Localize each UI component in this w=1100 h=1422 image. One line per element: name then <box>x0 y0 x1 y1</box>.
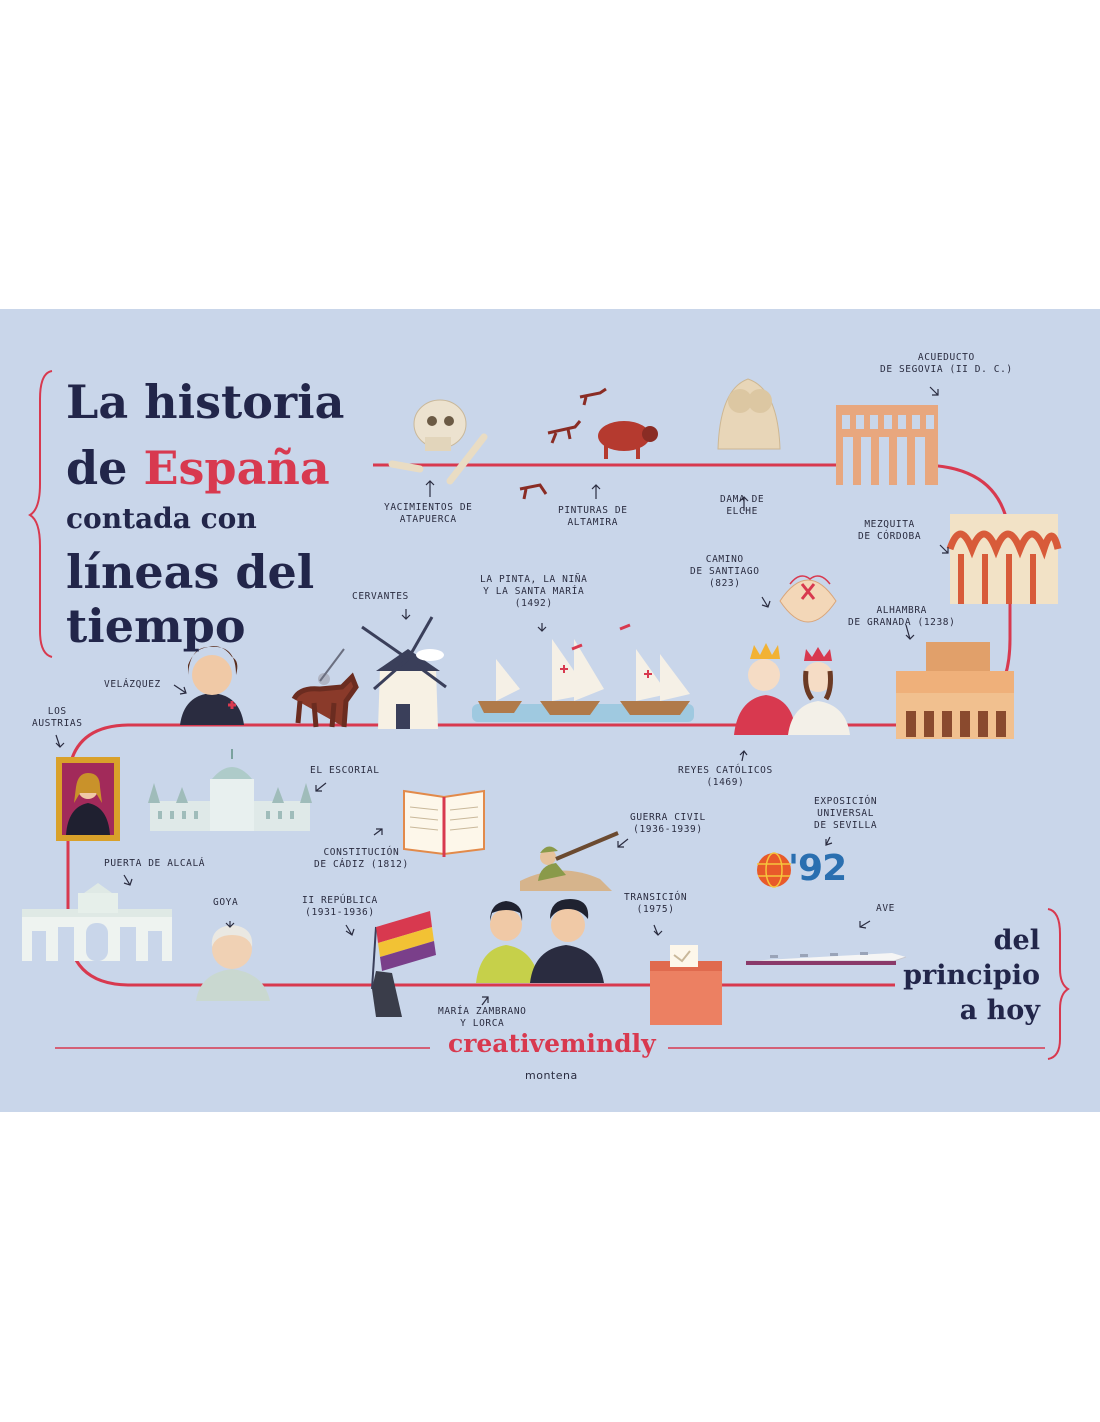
puerta-de-alcala-icon <box>22 883 172 961</box>
velazquez-portrait-icon <box>180 646 244 725</box>
right-brace <box>1047 908 1070 1060</box>
goya-portrait-icon <box>196 925 270 1001</box>
label-republica: II REPÚBLICA(1931-1936) <box>302 895 378 918</box>
label-escorial: EL ESCORIAL <box>310 765 380 776</box>
dama-de-elche-icon <box>717 378 781 450</box>
publisher-montena: montena <box>525 1069 578 1082</box>
alhambra-icon <box>896 642 1014 739</box>
label-cervantes: CERVANTES <box>352 591 409 602</box>
label-reyes: REYES CATÓLICOS(1469) <box>678 765 773 788</box>
label-goya: GOYA <box>213 897 239 908</box>
catholic-monarchs-icon <box>734 643 850 735</box>
ships-icon <box>472 623 694 722</box>
habsburg-portrait-icon <box>56 757 120 841</box>
title-line-3: contada con <box>66 502 257 535</box>
open-book-icon <box>403 789 485 857</box>
title-line-2: de España <box>66 445 330 491</box>
label-ave: AVE <box>876 903 895 914</box>
aqueduct-icon <box>836 405 938 485</box>
deer-painting-icon <box>547 420 582 444</box>
label-transicion: TRANSICIÓN(1975) <box>624 892 688 915</box>
title-line-1: La historia <box>66 375 345 429</box>
ballot-box-icon <box>650 945 722 1025</box>
bison-icon <box>598 421 658 459</box>
expo-92-logo-icon <box>757 852 791 888</box>
zambrano-lorca-portrait-icon <box>476 899 604 983</box>
label-guerra: GUERRA CIVIL(1936-1939) <box>630 812 706 835</box>
poster: La historia de España contada con líneas… <box>0 309 1100 1112</box>
left-brace <box>28 370 53 658</box>
pointer-arrows <box>55 386 949 1006</box>
deer-painting-icon <box>519 483 548 500</box>
soldier-icon <box>520 831 619 891</box>
knight-on-horse-icon <box>291 648 359 728</box>
deer-painting-icon <box>579 387 607 406</box>
title-line-4: líneas del <box>66 545 315 599</box>
subtitle: del principio a hoy <box>903 923 1040 1028</box>
illustrations <box>22 370 1070 1060</box>
subtitle-line-1: del <box>993 925 1040 956</box>
label-alcala: PUERTA DE ALCALÁ <box>104 858 206 869</box>
brand-creativemindly: creativemindly <box>448 1029 656 1058</box>
expo-92-logo-text: '92 <box>788 848 847 889</box>
mezquita-icon <box>946 514 1062 604</box>
title-word-espana: España <box>143 441 330 495</box>
subtitle-line-2: principio <box>903 960 1040 991</box>
windmill-icon <box>361 616 447 729</box>
republic-flag-icon <box>371 911 436 1017</box>
title-line-5: tiempo <box>66 599 246 653</box>
high-speed-train-icon <box>746 952 907 965</box>
el-escorial-icon <box>148 749 312 831</box>
skull-icon <box>388 399 488 485</box>
title-word-de: de <box>66 441 128 495</box>
label-velazquez: VELÁZQUEZ <box>104 679 161 690</box>
scallop-shell-icon <box>779 575 837 623</box>
subtitle-line-3: a hoy <box>959 995 1040 1026</box>
